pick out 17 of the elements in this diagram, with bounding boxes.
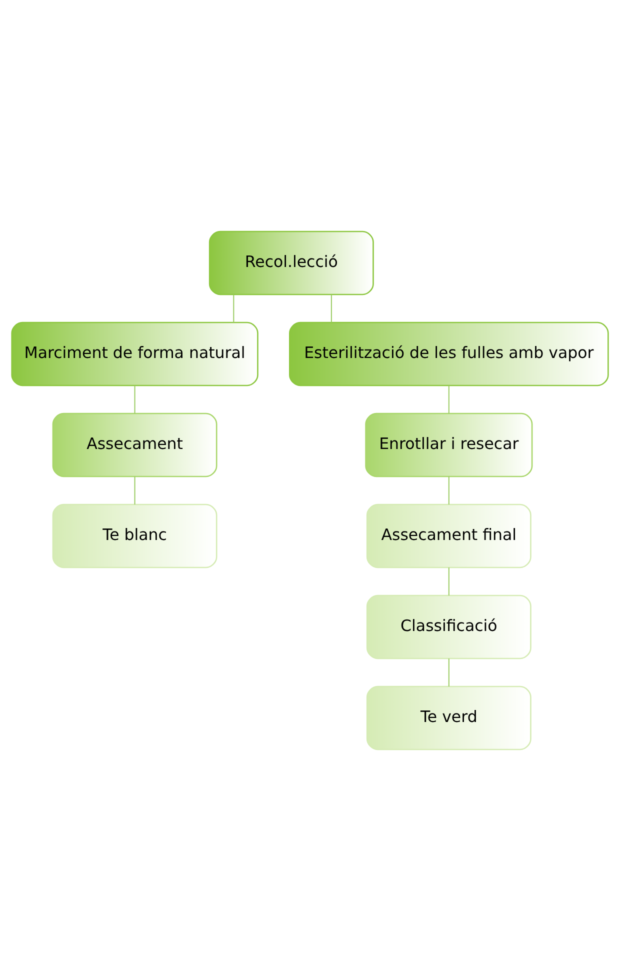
node-box: Esterilització de les fulles amb vapor — [289, 321, 609, 386]
node-box: Te blanc — [52, 503, 218, 568]
connector — [330, 294, 332, 322]
node-box: Marciment de forma natural — [11, 321, 258, 386]
node-box: Assecament — [52, 412, 218, 477]
node-box: Enrotllar i resecar — [365, 412, 533, 477]
connector — [448, 476, 450, 504]
node-box: Assecament final — [366, 503, 532, 568]
connector — [134, 476, 136, 504]
connector — [448, 658, 450, 686]
connector — [134, 385, 136, 413]
connector — [448, 385, 450, 413]
connector — [448, 567, 450, 595]
node-box: Recol.lecció — [208, 230, 374, 295]
node-box: Te verd — [366, 685, 532, 750]
node-box: Classificació — [366, 594, 532, 659]
connector — [233, 294, 234, 322]
